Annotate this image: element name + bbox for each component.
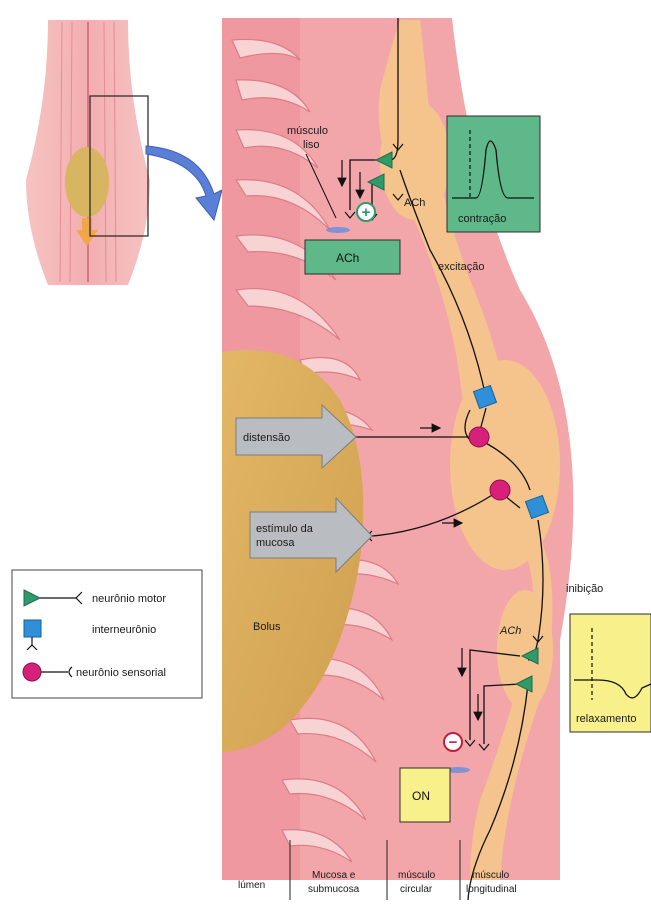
zoom-arrow: [146, 146, 222, 220]
layer-circular-line2: circular: [400, 884, 433, 895]
legend-inter-icon: [24, 620, 41, 637]
plus-sign: +: [357, 203, 375, 221]
ach-box-label: ACh: [336, 251, 359, 265]
release-mark-upper: [326, 227, 350, 233]
plus-symbol: +: [362, 204, 371, 221]
sensory-neuron-2: [490, 480, 510, 500]
bolus-label: Bolus: [253, 621, 281, 633]
sensory-neuron-1: [469, 427, 489, 447]
minus-sign: −: [444, 733, 462, 751]
layer-mucosa-line1: Mucosa e: [312, 870, 356, 881]
legend: neurônio motor interneurônio neurônio se…: [12, 570, 202, 698]
ach-box: ACh: [305, 240, 400, 274]
excitation-label: excitação: [438, 261, 484, 273]
muscle-label-line2: liso: [303, 139, 320, 151]
relaxation-graph: relaxamento: [570, 614, 651, 732]
inhibition-label: inibição: [566, 583, 603, 595]
legend-sensory-icon: [23, 663, 41, 681]
on-box-label: ON: [412, 789, 430, 803]
contraction-label: contração: [458, 213, 506, 225]
thumbnail-bolus: [65, 147, 109, 217]
legend-motor-label: neurônio motor: [92, 593, 166, 605]
layer-lumen: lúmen: [238, 880, 265, 891]
on-box: ON: [400, 768, 450, 822]
ach-upper-label: ACh: [404, 197, 425, 209]
mucosa-stimulus-label-line1: estímulo da: [256, 523, 314, 535]
relaxation-label: relaxamento: [576, 713, 637, 725]
layer-longitudinal-line1: músculo: [472, 870, 510, 881]
distension-label: distensão: [243, 432, 290, 444]
layer-mucosa-line2: submucosa: [308, 884, 360, 895]
legend-sensory-label: neurônio sensorial: [76, 667, 166, 679]
muscle-label-line1: músculo: [287, 125, 328, 137]
minus-symbol: −: [449, 734, 458, 751]
plexus-ganglion-middle: [450, 360, 560, 570]
plexus-ganglion-lower: [497, 590, 553, 710]
overview-thumbnail: [26, 20, 222, 285]
layer-circular-line1: músculo: [398, 870, 436, 881]
layer-longitudinal-line2: longitudinal: [466, 884, 517, 895]
legend-inter-label: interneurônio: [92, 624, 156, 636]
ach-lower-label: ACh: [499, 625, 521, 637]
contraction-graph: contração: [447, 116, 540, 232]
mucosa-stimulus-label-line2: mucosa: [256, 537, 295, 549]
